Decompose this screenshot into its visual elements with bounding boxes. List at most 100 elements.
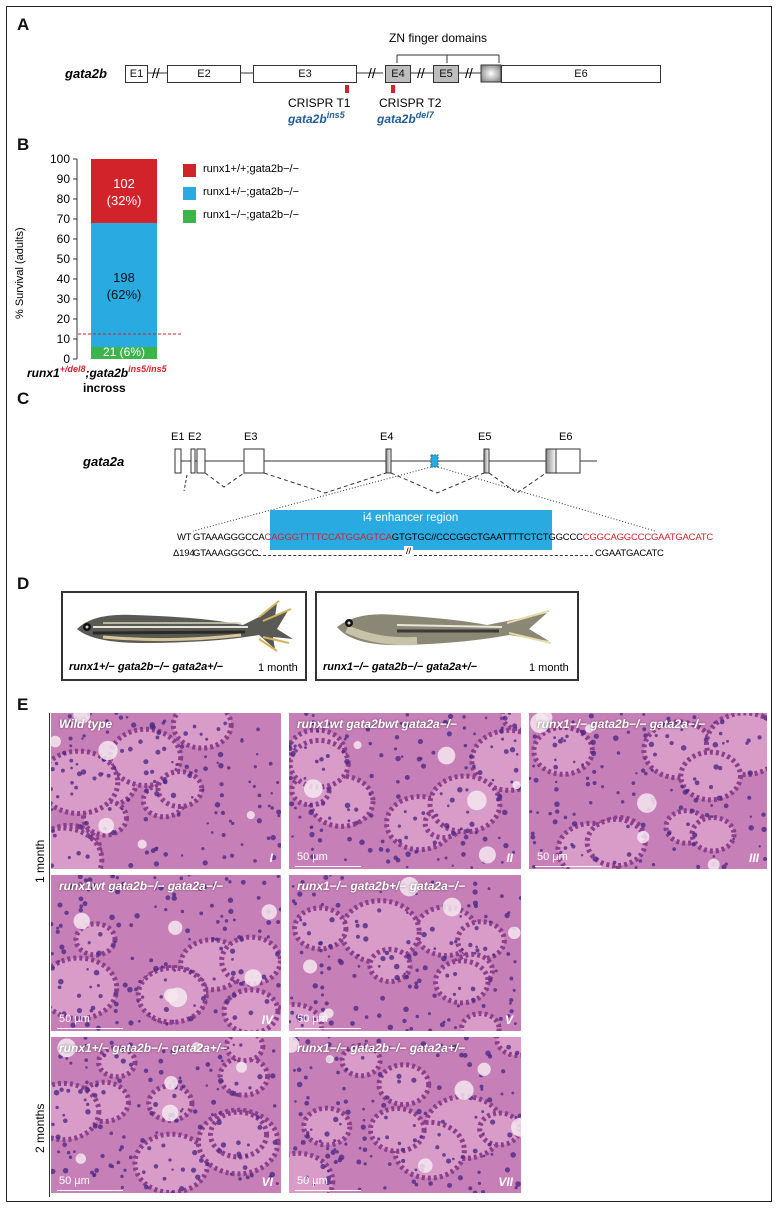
gata2a-gene-label: gata2a: [83, 454, 125, 469]
del-seq-right: CGAATGACATC: [595, 548, 664, 559]
panel-label-c: C: [17, 389, 30, 408]
panel-label-e: E: [17, 695, 29, 714]
fish-2-genotype: runx1−/− gata2b−/− gata2a+/−: [323, 661, 478, 673]
y-tick-label: 90: [57, 172, 71, 186]
legend-label: runx1+/−;gata2b−/−: [203, 186, 300, 198]
gata2b-exon-e6: E6: [501, 65, 661, 83]
crispr-t2-label: CRISPR T2: [379, 96, 442, 110]
panel-label-a: A: [17, 15, 30, 34]
legend-label: runx1+/+;gata2b−/−: [203, 163, 300, 175]
gata2b-exon-e1: E1: [125, 65, 148, 83]
svg-text://: //: [152, 65, 160, 81]
scale-bar: [57, 1190, 123, 1191]
del-seq-left: GTAAAGGGCC: [193, 548, 259, 559]
y-tick-label: 10: [57, 332, 71, 346]
histology-roman-numeral: II: [506, 851, 513, 865]
bar-label-pct: (62%): [107, 287, 142, 302]
bar-label-count: 102: [113, 176, 135, 191]
figure-frame: A // // // // // gata2b E1 E2 E3 E4 E5 E…: [6, 6, 772, 1202]
histology-panel-iv: runx1wt gata2b−/− gata2a−/− IV 50 µm: [51, 875, 281, 1031]
gata2b-gene-label: gata2b: [65, 66, 107, 81]
zebrafish-2-image: [337, 610, 552, 646]
histology-texture: [289, 875, 521, 1031]
histology-genotype-label: Wild type: [59, 717, 113, 731]
histology-genotype-label: runx1wt gata2bwt gata2a−/−: [297, 717, 458, 731]
scale-bar-label: 50 µm: [537, 851, 568, 863]
histology-texture: [51, 713, 281, 869]
scale-bar-label: 50 µm: [59, 1013, 90, 1025]
histology-panel-vi: runx1+/− gata2b−/− gata2a+/− VI 50 µm: [51, 1037, 281, 1193]
histology-panel-ii: runx1wt gata2bwt gata2a−/− II 50 µm: [289, 713, 521, 869]
bar-segment-2: [91, 159, 157, 223]
gata2a-exon-e2: E2: [188, 431, 202, 443]
fish-image-2: runx1−/− gata2b−/− gata2a+/− 1 month: [315, 591, 579, 681]
fish-1-age: 1 month: [258, 662, 298, 674]
y-tick-label: 20: [57, 312, 71, 326]
scale-bar-label: 50 µm: [59, 1175, 90, 1187]
legend-swatch-green: [183, 210, 196, 223]
zn-finger-label: ZN finger domains: [389, 31, 488, 45]
fish-1-genotype: runx1+/− gata2b−/− gata2a+/−: [69, 661, 224, 673]
histology-genotype-label: runx1−/− gata2b−/− gata2a−/−: [537, 717, 706, 731]
gata2a-exon-e6: E6: [559, 431, 573, 443]
gata2a-exon-e3: E3: [244, 431, 258, 443]
legend-swatch-red: [183, 164, 196, 177]
x-axis-label: runx1+/del8;gata2bins5/ins5: [27, 364, 167, 380]
y-axis-label: % Survival (adults): [14, 227, 26, 319]
row-label-2-months: 2 months: [33, 1103, 47, 1153]
svg-text://: //: [465, 65, 473, 81]
gata2a-exon-e5: E5: [478, 431, 492, 443]
gata2a-exon-e1: E1: [171, 431, 185, 443]
histology-genotype-label: runx1−/− gata2b−/− gata2a+/−: [297, 1041, 466, 1055]
bar-segment-1: [91, 223, 157, 347]
bar-label-count: 198: [113, 270, 135, 285]
histology-roman-numeral: VII: [498, 1175, 513, 1189]
svg-text://: //: [368, 65, 376, 81]
gata2a-exon-e4: E4: [380, 431, 394, 443]
scale-bar-label: 50 µm: [297, 851, 328, 863]
crispr-t1-label: CRISPR T1: [288, 96, 351, 110]
scale-bar: [535, 866, 601, 867]
deletion-dashes: [253, 555, 593, 556]
scale-bar-label: 50 µm: [297, 1013, 328, 1025]
scale-bar: [295, 866, 361, 867]
histology-genotype-label: runx1wt gata2b−/− gata2a−/−: [59, 879, 224, 893]
i4-enhancer-highlight: [270, 510, 552, 550]
legend-label: runx1−/−;gata2b−/−: [203, 209, 300, 221]
histology-roman-numeral: I: [269, 851, 273, 865]
histology-panel-iii: runx1−/− gata2b−/− gata2a−/− III 50 µm: [529, 713, 767, 869]
zebrafish-1-image: [77, 600, 293, 652]
del-seq-label: Δ194: [173, 548, 195, 559]
svg-text://: //: [417, 65, 425, 81]
histology-roman-numeral: IV: [261, 1013, 273, 1027]
gata2b-gene-diagram: // // // // //: [147, 54, 502, 93]
allele-ins5: gata2bins5: [288, 110, 345, 126]
panel-label-d: D: [17, 574, 30, 593]
histology-texture: [289, 1037, 521, 1193]
y-tick-label: 0: [63, 352, 70, 366]
histology-genotype-label: runx1+/− gata2b−/− gata2a+/−: [59, 1041, 228, 1055]
gata2b-exon-e2: E2: [167, 65, 241, 83]
wt-sequence: GTAAAGGGCCACAGGGTTTTCCATGGAGTCAGTGTGC//C…: [193, 532, 714, 543]
y-tick-label: 60: [57, 232, 71, 246]
histology-texture: [51, 1037, 281, 1193]
y-tick-label: 80: [57, 192, 71, 206]
x-axis-label-incross: incross: [83, 381, 126, 395]
histology-texture: [529, 713, 767, 869]
panel-label-b: B: [17, 135, 30, 154]
gata2b-exon-e5: E5: [433, 65, 459, 83]
i4-enhancer-label: i4 enhancer region: [363, 512, 459, 524]
bar-label: 21 (6%): [103, 345, 145, 359]
y-tick-label: 50: [57, 252, 71, 266]
histology-roman-numeral: VI: [261, 1175, 273, 1189]
histology-roman-numeral: III: [748, 851, 759, 865]
histology-texture: [289, 713, 521, 869]
y-tick-label: 100: [50, 152, 70, 166]
histology-panel-vii: runx1−/− gata2b−/− gata2a+/− VII 50 µm: [289, 1037, 521, 1193]
histology-roman-numeral: V: [504, 1013, 513, 1027]
allele-del7: gata2bdel7: [377, 110, 434, 126]
gata2b-exon-e3: E3: [253, 65, 357, 83]
row-bracket-line: [49, 713, 50, 1197]
scale-bar-label: 50 µm: [297, 1175, 328, 1187]
